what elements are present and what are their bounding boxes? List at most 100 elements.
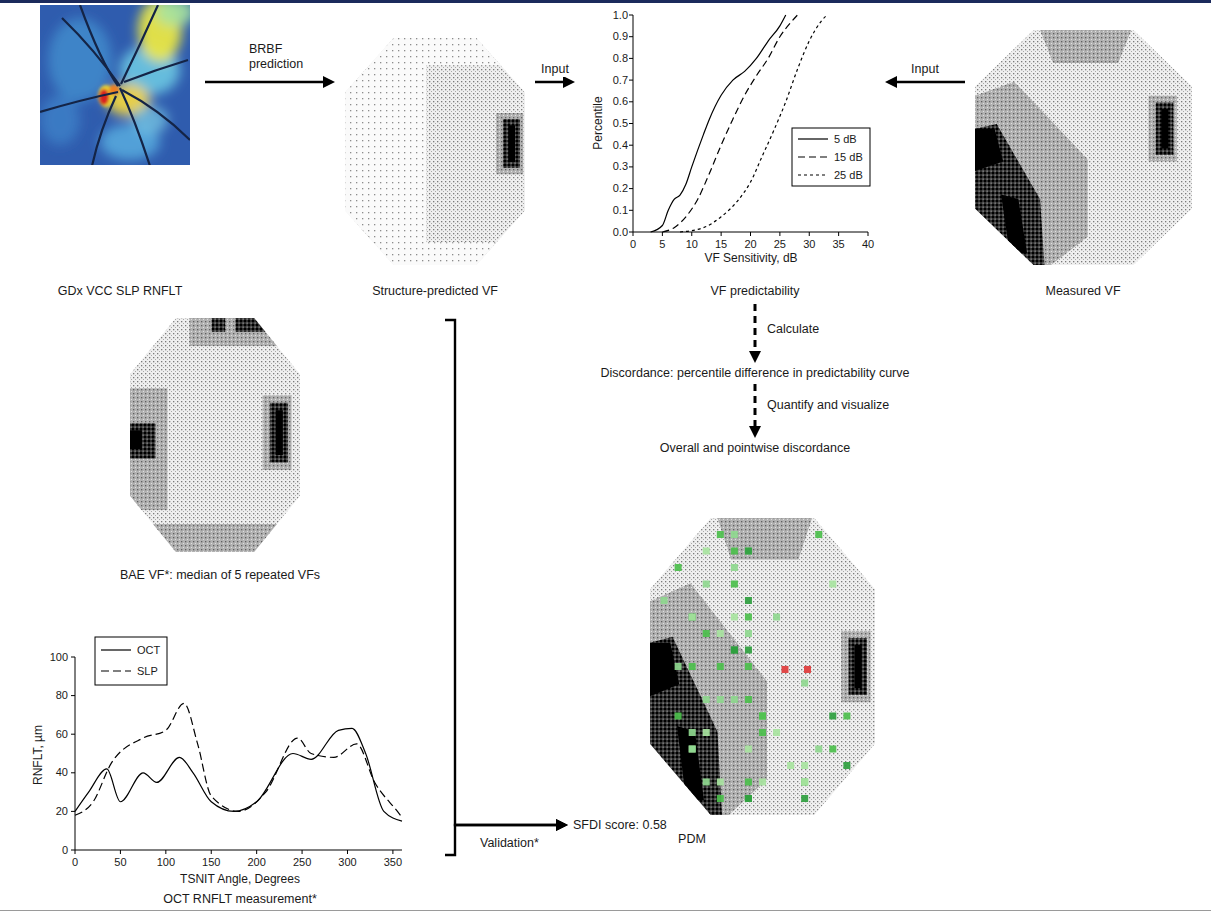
tick-label: 100: [50, 651, 68, 664]
edge-label: Input: [909, 62, 941, 77]
discordance-cell: [782, 666, 789, 673]
field-region: [270, 403, 288, 463]
discordance-cell: [689, 729, 696, 736]
field-region: [650, 637, 722, 815]
panel-caption: Measured VF: [1045, 284, 1120, 299]
tick-label: 50: [114, 856, 126, 869]
field-region: [677, 726, 704, 800]
discordance-cell: [745, 663, 752, 670]
field-region: [650, 583, 767, 815]
discordance-cell: [745, 795, 752, 802]
tick-label: 0.5: [613, 117, 628, 130]
discordance-cell: [745, 548, 752, 555]
axis-line: [75, 657, 76, 850]
vessel-line: [80, 5, 118, 86]
tick-mark: [71, 850, 75, 851]
tick-mark: [838, 232, 839, 236]
bottom-rule: [0, 910, 1211, 911]
legend-sample: [798, 138, 828, 139]
tick-mark: [629, 36, 633, 37]
tick-label: 0.3: [613, 160, 628, 173]
field-region: [130, 423, 156, 458]
tick-mark: [629, 101, 633, 102]
tick-label: 35: [833, 238, 845, 251]
tick-label: 0: [630, 238, 636, 251]
discordance-cell: [717, 663, 724, 670]
figure-panel: OCT RNFLT measurement*: [20, 618, 445, 910]
tick-label: 0.4: [613, 139, 628, 152]
axis-line: [75, 850, 402, 851]
discordance-cell: [689, 614, 696, 621]
discordance-cell: [745, 795, 752, 802]
tick-mark: [629, 123, 633, 124]
tick-label: 20: [744, 238, 756, 251]
vessel-line: [120, 88, 150, 165]
step-label: Overall and pointwise discordance: [660, 441, 850, 456]
field-ground: [345, 38, 525, 265]
field-region: [345, 38, 426, 265]
legend-box: [95, 637, 167, 685]
tick-mark: [75, 850, 76, 854]
data-curve: [75, 703, 402, 817]
flow-arrow: [205, 81, 329, 83]
edge-label: BRBF prediction: [247, 42, 323, 72]
tick-label: 100: [157, 856, 175, 869]
discordance-cell: [703, 696, 710, 703]
tick-mark: [256, 850, 257, 854]
field-ground: [130, 318, 300, 552]
slp-glow: [155, 5, 190, 26]
field-region: [426, 242, 525, 265]
discordance-cell: [675, 663, 682, 670]
discordance-cell: [801, 779, 808, 786]
tick-mark: [629, 210, 633, 211]
step-text: SFDI score: 0.58: [568, 815, 672, 836]
tick-mark: [71, 657, 75, 658]
discordance-cell: [745, 614, 752, 621]
discordance-cell: [731, 564, 738, 571]
field-region: [212, 318, 226, 332]
discordance-cell: [759, 713, 766, 720]
legend-sample: [101, 649, 131, 650]
tick-label: 0.2: [613, 182, 628, 195]
field-region: [130, 388, 167, 510]
predictability-chart: [629, 15, 868, 236]
tick-label: 200: [247, 856, 265, 869]
tick-label: 0.7: [613, 74, 628, 87]
discordance-cell: [717, 696, 724, 703]
panel-caption: OCT RNFLT measurement*: [163, 892, 317, 907]
figure-panel: BAE VF*: median of 5 repeated VFs: [70, 312, 445, 587]
field-ground: [975, 30, 1192, 265]
discordance-cell: [717, 531, 724, 538]
discordance-cell: [815, 746, 822, 753]
tick-mark: [629, 145, 633, 146]
tick-label: 0: [62, 844, 68, 857]
discordance-cell: [731, 614, 738, 621]
discordance-cell: [801, 779, 808, 786]
g-part: [40, 5, 190, 160]
discordance-cell: [759, 713, 766, 720]
tick-mark: [721, 232, 722, 236]
tick-mark: [633, 232, 634, 236]
edge-label: Input: [539, 62, 571, 77]
legend-text: 25 dB: [834, 169, 863, 182]
step-text: Overall and pointwise discordance: [655, 438, 855, 459]
axis-title: RNFLT, µm: [31, 725, 45, 785]
discordance-cell: [745, 597, 752, 604]
field-region: [975, 124, 1044, 265]
tick-label: 80: [56, 689, 68, 702]
visual-field-map: [975, 30, 1192, 265]
step-text: Discordance: percentile difference in pr…: [596, 363, 915, 384]
panel-caption: BAE VF*: median of 5 repeated VFs: [120, 568, 320, 583]
tick-mark: [629, 58, 633, 59]
discordance-cell: [689, 614, 696, 621]
field-region: [718, 518, 813, 560]
flow-arrow: [445, 320, 562, 825]
tick-mark: [71, 811, 75, 812]
discordance-cell: [675, 564, 682, 571]
discordance-cell: [731, 581, 738, 588]
figure-panel: GDx VCC SLP RNFLT: [30, 5, 205, 304]
tick-label: 250: [293, 856, 311, 869]
rnflt-chart: [71, 657, 402, 854]
tick-mark: [629, 166, 633, 167]
